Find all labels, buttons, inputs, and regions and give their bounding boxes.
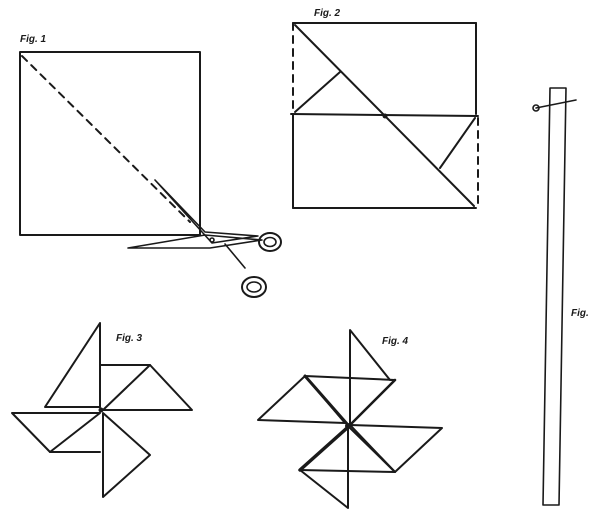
fig3-top-blade <box>44 322 101 408</box>
fig3-bottom-blade <box>102 412 151 498</box>
fig2-label: Fig. 2 <box>314 8 341 19</box>
fig4-bottom-blade <box>299 427 349 509</box>
fig4-left-blade <box>257 375 346 424</box>
fig4-center-pin <box>345 423 351 429</box>
fig1-label: Fig. 1 <box>20 34 47 45</box>
fig5-label: Fig. <box>571 308 589 319</box>
pin-head <box>532 104 540 112</box>
pin-shaft <box>535 99 577 109</box>
fig4-crease-se <box>349 427 396 473</box>
fig4-crease-nw <box>303 374 350 427</box>
fig1-square-outline <box>19 51 201 236</box>
fig4-crease-ne <box>348 378 397 427</box>
fig4-top-fold <box>304 375 396 381</box>
scissors-lower-handle-inner <box>246 281 262 293</box>
stick-with-pin <box>532 87 577 506</box>
scissors-upper-handle <box>258 232 282 252</box>
scissors-upper-blade <box>154 179 259 244</box>
fig3-pinwheel <box>11 322 193 498</box>
scissors-upper-handle-inner <box>263 236 277 248</box>
fig1-dashed-cut-line <box>21 55 191 223</box>
scissors-pivot <box>209 237 215 243</box>
fig3-label: Fig. 3 <box>116 333 143 344</box>
fig4-label: Fig. 4 <box>382 336 409 347</box>
fig4-pinwheel <box>257 329 443 509</box>
fig2-lower-fold-crease <box>439 117 476 169</box>
fig4-right-blade <box>349 424 443 473</box>
fig2-center-dot <box>382 113 388 119</box>
scissors-lower-blade <box>127 234 263 249</box>
fig3-right-blade <box>102 364 193 411</box>
scissors-lower-handle <box>241 276 267 298</box>
fig4-crease-sw <box>298 426 349 472</box>
scissors-lower-shank <box>224 243 246 269</box>
stick-body <box>542 87 567 506</box>
fig2-folded-paper <box>290 22 479 209</box>
fig1-square-paper <box>19 51 201 236</box>
fig3-left-blade <box>11 412 101 453</box>
scissors-icon <box>127 179 282 298</box>
fig4-bottom-fold <box>299 469 396 473</box>
fig2-upper-fold-crease <box>294 71 341 113</box>
fig3-center-pin <box>98 407 104 413</box>
